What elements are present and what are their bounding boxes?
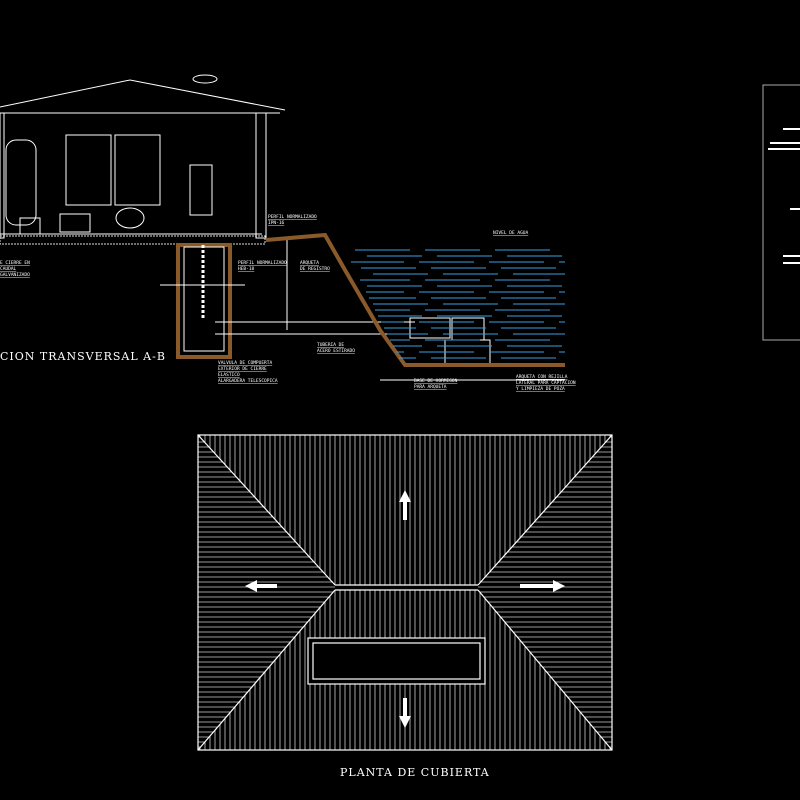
- ground-profile: [265, 232, 565, 367]
- roof-hatching: [198, 435, 612, 750]
- label-floor-profile: PERFIL NORMALIZADO: [268, 214, 317, 220]
- plan-title: PLANTA DE CUBIERTA: [340, 766, 490, 779]
- floor-slab: [0, 235, 266, 245]
- legend-panel-text: [768, 128, 800, 264]
- label-water-level: NIVEL DE AGUA: [493, 230, 529, 236]
- arrow-right-icon: [520, 580, 565, 592]
- cross-section: [0, 74, 565, 381]
- roof-plan: [197, 434, 613, 751]
- label-pipe-2: ACERO ESTIRADO: [317, 348, 355, 354]
- pump-motor: [189, 164, 213, 216]
- label-pit-profile: PERFIL NORMALIZADO: [238, 260, 287, 266]
- control-panel-2: [114, 134, 161, 206]
- label-floor-profile-code: IPN-16: [268, 220, 285, 226]
- arrow-up-icon: [399, 490, 411, 520]
- label-left-note-2: CAUDAL: [0, 266, 17, 272]
- legend-panel: [762, 84, 800, 341]
- label-valve: VALVULA DE COMPUERTA: [218, 360, 272, 366]
- house-roof: [0, 79, 286, 111]
- label-intake-2: LATERAL PARA CAPTACION: [516, 380, 576, 386]
- label-valve-4: ALARGADERA TELESCOPICA: [218, 378, 278, 384]
- label-inspection-box: ARQUETA: [300, 260, 319, 266]
- label-pit-profile-code: HEB-18: [238, 266, 255, 272]
- section-labels: NIVEL DE AGUA PERFIL NORMALIZADO IPN-16 …: [0, 214, 576, 392]
- arrow-down-icon: [399, 698, 411, 728]
- label-intake: ARQUETA CON REJILLA: [516, 374, 568, 380]
- label-inspection-box-2: DE REGISTRO: [300, 266, 330, 272]
- house-wall-right: [255, 112, 267, 239]
- slope-arrows: [245, 490, 565, 728]
- label-valve-2: EXTERIOR DE CIERRE: [218, 366, 267, 372]
- skylight: [307, 637, 486, 685]
- label-valve-3: ELASTICO: [218, 372, 240, 378]
- label-intake-3: Y LIMPIEZA DE POZA: [516, 386, 565, 392]
- arrow-left-icon: [245, 580, 277, 592]
- house-wall-left: [0, 112, 5, 239]
- label-base: BASE DE HORMIGON: [414, 378, 458, 384]
- label-left-note: E CIERRE EN: [0, 260, 30, 266]
- control-panel-1: [65, 134, 112, 206]
- section-title: CION TRANSVERSAL A-B: [0, 350, 166, 363]
- roof-vent: [192, 74, 218, 84]
- label-base-2: PARA ARQUETA: [414, 384, 447, 390]
- label-pipe: TUBERIA DE: [317, 342, 344, 348]
- label-left-note-3: GALVANIZADO: [0, 272, 30, 278]
- tank: [5, 139, 37, 226]
- water-body: [351, 249, 565, 359]
